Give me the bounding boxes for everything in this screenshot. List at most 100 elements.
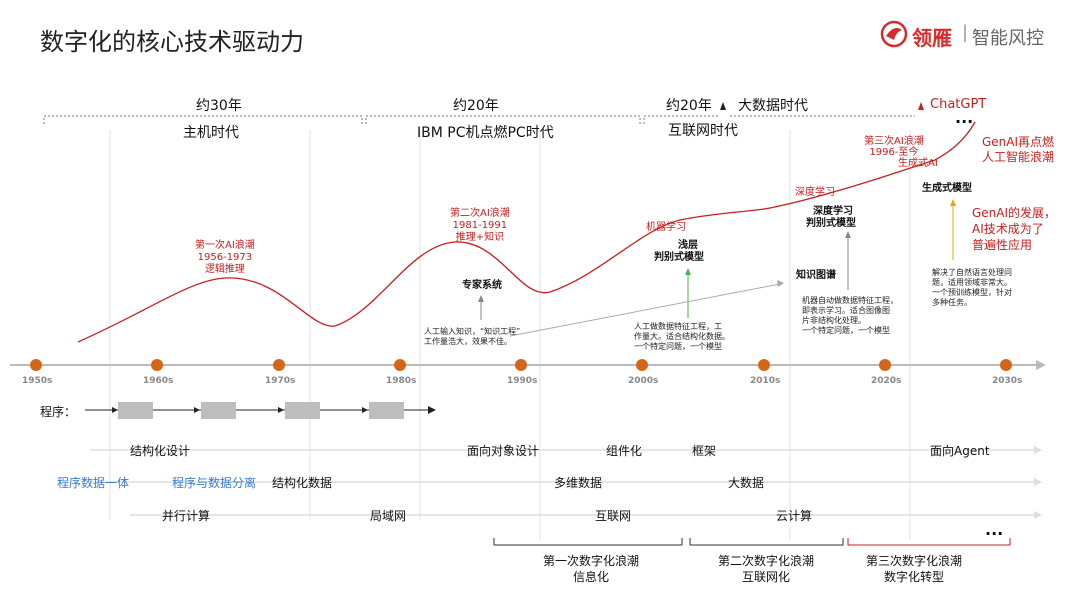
row3-item: 互联网 [595, 509, 632, 523]
logo-separator: | [962, 22, 969, 43]
genai-note: GenAI再点燃 人工智能浪潮 [982, 135, 1054, 165]
ai-wave-curve [77, 121, 976, 343]
row1-item: 结构化设计 [130, 444, 191, 458]
label-shallow-2: 判别式模型 [654, 252, 704, 263]
genai-note-line2: 人工智能浪潮 [982, 150, 1055, 164]
digital-wave-1: 第一次数字化浪潮 信息化 [543, 553, 639, 585]
ellipsis-top: ... [955, 108, 974, 127]
label-dl: 深度学习 [795, 187, 835, 198]
label-ml: 机器学习 [646, 222, 686, 233]
row1-item: 组件化 [606, 444, 643, 458]
digital-wave-2: 第二次数字化浪潮 互联网化 [718, 553, 814, 585]
ellipsis-bottom: ... [985, 520, 1004, 539]
note-shallow-2: 作量大。适合结构化数据。 [634, 332, 730, 341]
label-deep-1: 深度学习 [813, 206, 853, 217]
genai-dev-note: GenAI的发展， AI技术成为了 普遍性应用 [972, 205, 1056, 253]
note-expert: 人工输入知识，“知识工程” 工作量浩大，效果不佳。 [424, 327, 520, 347]
label-shallow-model: 浅层 判别式模型 [654, 240, 704, 264]
decade-label: 1990s [507, 376, 538, 386]
row3-item: 局域网 [370, 509, 407, 523]
chatgpt-marker [918, 102, 924, 110]
row2-item: 多维数据 [554, 476, 603, 490]
digital-wave-3: 第三次数字化浪潮 数字化转型 [866, 553, 962, 585]
ai-wave-3-years: 1996-至今 [869, 147, 919, 158]
note-shallow-3: 一个特定问题，一个模型 [634, 342, 722, 351]
note-deep-1: 机器自动做数据特征工程， [802, 296, 898, 305]
digital-wave-2-line2: 互联网化 [742, 570, 791, 584]
note-gen-2: 题，适用领域非常大。 [932, 278, 1012, 287]
label-shallow-1: 浅层 [678, 240, 698, 251]
digital-wave-1-line2: 信息化 [573, 570, 610, 584]
label-knowledge-graph: 知识图谱 [796, 270, 836, 281]
decade-label: 2010s [750, 376, 781, 386]
note-deep-3: 片非结构化处理。 [802, 316, 866, 325]
digital-brace-2 [689, 538, 844, 546]
decade-label: 2020s [871, 376, 902, 386]
genai-dev-line1: GenAI的发展， [972, 206, 1057, 220]
digital-wave-2-line1: 第二次数字化浪潮 [718, 554, 815, 568]
label-expert-system: 专家系统 [462, 280, 502, 291]
note-expert-2: 工作量浩大，效果不佳。 [424, 337, 512, 346]
era-brace-mainframe [43, 115, 363, 124]
genai-dev-line3: 普遍性应用 [972, 238, 1033, 252]
era-internet-name: 互联网时代 [668, 123, 738, 139]
note-shallow: 人工做数据特征工程，工 作量大。适合结构化数据。 一个特定问题，一个模型 [634, 322, 730, 352]
row3-item: 云计算 [776, 509, 813, 523]
ai-wave-2-years: 1981-1991 [452, 220, 508, 231]
ai-wave-2-topic: 推理+知识 [455, 232, 505, 243]
row3-item: 并行计算 [162, 509, 211, 523]
label-deep-2: 判别式模型 [806, 218, 856, 229]
ai-wave-1-topic: 逻辑推理 [204, 264, 245, 275]
era-brace-internet [643, 115, 720, 124]
decade-label: 2030s [992, 376, 1023, 386]
row1-item: 面向对象设计 [467, 444, 540, 458]
row2-blue-item: 程序数据一体 [57, 476, 130, 490]
note-deep: 机器自动做数据特征工程， 即表示学习。适合图像图 片非结构化处理。 一个特定问题… [802, 296, 898, 336]
era-internet-duration: 约20年 [666, 98, 712, 114]
digital-wave-3-line1: 第三次数字化浪潮 [866, 554, 963, 568]
era-chatgpt: ChatGPT [930, 97, 987, 112]
label-deep-model: 深度学习 判别式模型 [806, 206, 856, 230]
note-deep-4: 一个特定问题，一个模型 [802, 326, 890, 335]
era-pc-duration: 约20年 [453, 98, 499, 114]
row1-item: 框架 [692, 444, 717, 458]
note-generative: 解决了自然语言处理问 题，适用领域非常大。 一个预训练模型，针对 多种任务。 [932, 268, 1012, 308]
logo-sub: 智能风控 [972, 28, 1044, 49]
decade-label: 1980s [386, 376, 417, 386]
ai-wave-1: 第一次AI浪潮 1956-1973 逻辑推理 [195, 240, 255, 276]
genai-dev-line2: AI技术成为了 [972, 222, 1044, 236]
ai-wave-1-years: 1956-1973 [197, 252, 253, 263]
program-flow [85, 402, 436, 419]
era-mainframe-name: 主机时代 [183, 125, 239, 141]
era-bigdata: 大数据时代 [738, 98, 808, 114]
note-gen-3: 一个预训练模型，针对 [932, 288, 1012, 297]
ai-wave-1-name: 第一次AI浪潮 [195, 240, 255, 251]
page-title: 数字化的核心技术驱动力 [40, 28, 304, 56]
digital-brace-3 [847, 538, 1011, 546]
row2-blue-item: 程序与数据分离 [172, 476, 257, 490]
row2-item: 大数据 [728, 476, 765, 490]
decade-label: 1960s [143, 376, 174, 386]
decade-label: 1950s [22, 376, 53, 386]
ai-wave-3-topic: 生成式AI [898, 158, 938, 169]
digital-wave-1-line1: 第一次数字化浪潮 [543, 554, 640, 568]
genai-note-line1: GenAI再点燃 [982, 135, 1055, 149]
era-brace-pc [365, 115, 641, 124]
decade-label: 1970s [265, 376, 296, 386]
note-shallow-1: 人工做数据特征工程，工 [634, 322, 722, 331]
digital-wave-3-line2: 数字化转型 [884, 570, 945, 584]
ai-wave-3-name: 第三次AI浪潮 [864, 136, 924, 147]
note-gen-1: 解决了自然语言处理问 [932, 268, 1012, 277]
note-expert-1: 人工输入知识，“知识工程” [424, 327, 521, 336]
decade-label: 2000s [628, 376, 659, 386]
logo-icon [880, 20, 908, 48]
program-label: 程序： [40, 405, 77, 419]
row1-item: 面向Agent [930, 444, 990, 458]
bigdata-marker [720, 102, 726, 110]
timeline-dots [30, 359, 1012, 371]
era-mainframe-duration: 约30年 [196, 98, 242, 114]
logo-brand: 领雁 [912, 26, 952, 50]
ai-wave-2: 第二次AI浪潮 1981-1991 推理+知识 [450, 208, 510, 244]
label-generative-model: 生成式模型 [922, 183, 972, 194]
